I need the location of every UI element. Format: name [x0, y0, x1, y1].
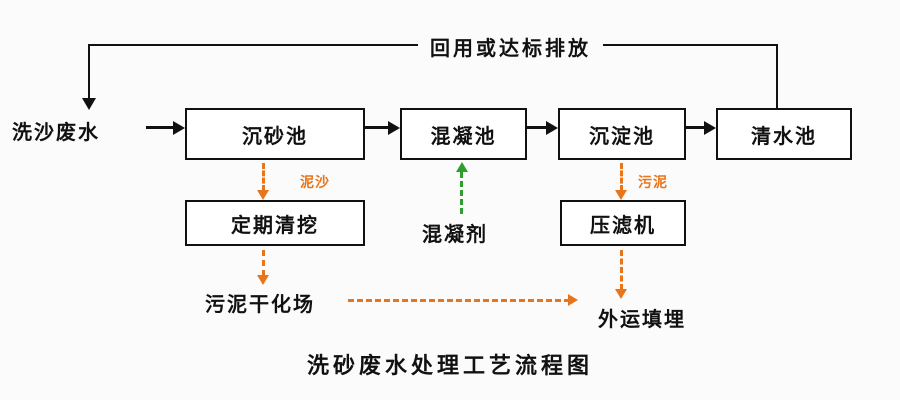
diagram-title: 洗砂废水处理工艺流程图: [306, 354, 593, 379]
return-label: 回用或达标排放: [418, 32, 603, 61]
dashed-line-grit-dredging: [262, 163, 265, 191]
box-grit-chamber: 沉砂池: [185, 108, 365, 160]
dashed-line-dredging-dryingfield: [262, 250, 265, 276]
dashed-arrow-coagulant-up-icon: [456, 162, 468, 172]
dashed-line-dryingfield-landfill: [348, 299, 570, 302]
dashed-arrow-sedimentation-filterpress-icon: [615, 190, 627, 200]
sediment-label: 泥沙: [300, 175, 330, 191]
box-coagulation-tank: 混凝池: [400, 108, 527, 160]
sludge-label: 污泥: [638, 175, 668, 191]
flow-line-coagulation-sedimentation: [527, 126, 549, 129]
return-line-right-vertical: [776, 44, 778, 110]
flow-arrow-grit-coagulation-icon: [388, 121, 400, 135]
dashed-line-sedimentation-filterpress: [620, 163, 623, 191]
box-clean-water-tank: 清水池: [716, 108, 852, 160]
dashed-arrow-filterpress-landfill-icon: [615, 289, 627, 299]
box-filter-press-label: 压滤机: [590, 212, 656, 237]
flow-line-grit-coagulation: [365, 126, 391, 129]
box-grit-chamber-label: 沉砂池: [242, 123, 308, 148]
source-label: 洗沙废水: [12, 120, 100, 144]
landfill-label: 外运填埋: [598, 307, 686, 331]
box-sedimentation-tank: 沉淀池: [558, 108, 686, 160]
coagulant-label: 混凝剂: [422, 222, 488, 246]
dashed-line-filterpress-landfill: [620, 250, 623, 290]
flow-arrow-sedimentation-clean-icon: [704, 121, 716, 135]
drying-field-label: 污泥干化场: [205, 292, 315, 316]
box-coagulation-tank-label: 混凝池: [430, 123, 497, 148]
flow-arrow-coagulation-sedimentation-icon: [546, 121, 558, 135]
box-clean-water-tank-label: 清水池: [751, 123, 817, 148]
box-filter-press: 压滤机: [560, 200, 686, 246]
return-line-left-vertical: [88, 44, 90, 100]
return-arrow-down-icon: [82, 98, 96, 110]
box-periodic-dredging-label: 定期清挖: [231, 212, 319, 237]
dashed-arrow-dryingfield-landfill-icon: [568, 294, 578, 306]
box-sedimentation-tank-label: 沉淀池: [589, 123, 655, 148]
box-periodic-dredging: 定期清挖: [185, 200, 365, 246]
flow-line-sedimentation-clean: [686, 126, 706, 129]
dashed-line-coagulant: [460, 172, 463, 214]
dashed-arrow-grit-dredging-icon: [257, 190, 269, 200]
flow-line-source-grit: [146, 126, 176, 129]
dashed-arrow-dredging-dryingfield-icon: [257, 275, 269, 285]
flow-arrow-source-grit-icon: [173, 121, 185, 135]
